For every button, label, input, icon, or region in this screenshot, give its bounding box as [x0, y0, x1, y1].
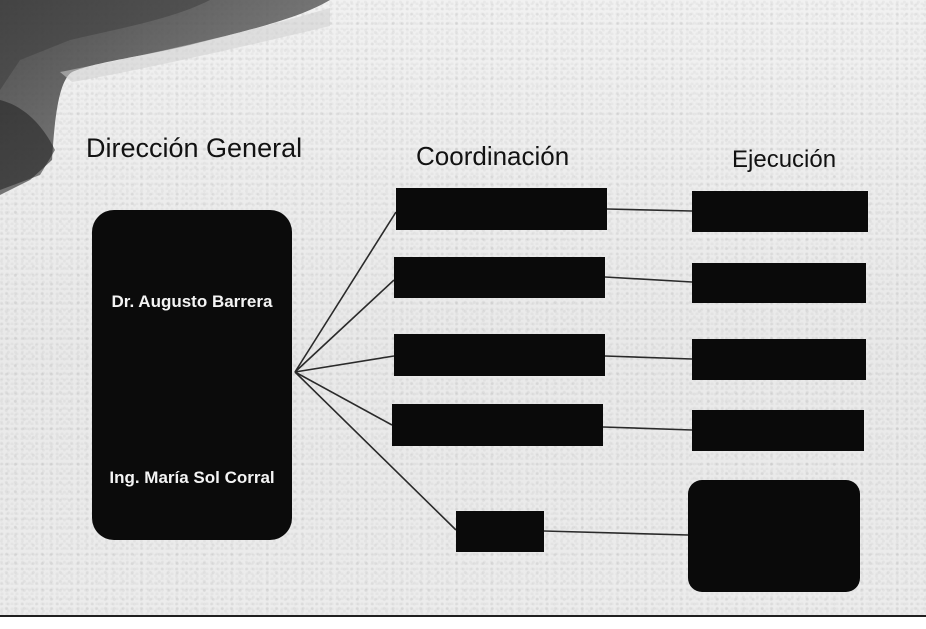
heading-coordinacion: Coordinación [416, 141, 570, 171]
coordinacion-box [394, 334, 605, 376]
ejecucion-box [692, 191, 868, 232]
coordinacion-box [456, 511, 544, 552]
link-line [606, 208, 693, 212]
fan-line [294, 371, 393, 426]
coordinacion-box [392, 404, 603, 446]
ejecucion-box [692, 263, 866, 303]
direccion-general-box: Dr. Augusto Barrera Ing. María Sol Corra… [92, 210, 292, 540]
director-name: Ing. María Sol Corral [109, 468, 275, 487]
ejecucion-box [692, 410, 864, 451]
coordinacion-box [394, 257, 605, 298]
fan-line [294, 211, 397, 373]
link-line [602, 426, 693, 431]
fan-line [294, 355, 395, 373]
heading-ejecucion: Ejecución [732, 146, 837, 173]
ejecucion-box [688, 480, 860, 592]
ejecucion-box [692, 339, 866, 380]
coordinacion-box [396, 188, 607, 230]
link-line [604, 355, 693, 360]
link-line [543, 530, 689, 536]
director-name: Dr. Augusto Barrera [111, 292, 273, 311]
photo-corner-decoration [0, 0, 330, 195]
link-line [604, 276, 693, 283]
heading-direccion-general: Dirección General [86, 133, 303, 163]
fan-line [294, 279, 395, 373]
bottom-rule [0, 615, 926, 629]
fan-line [294, 371, 457, 531]
